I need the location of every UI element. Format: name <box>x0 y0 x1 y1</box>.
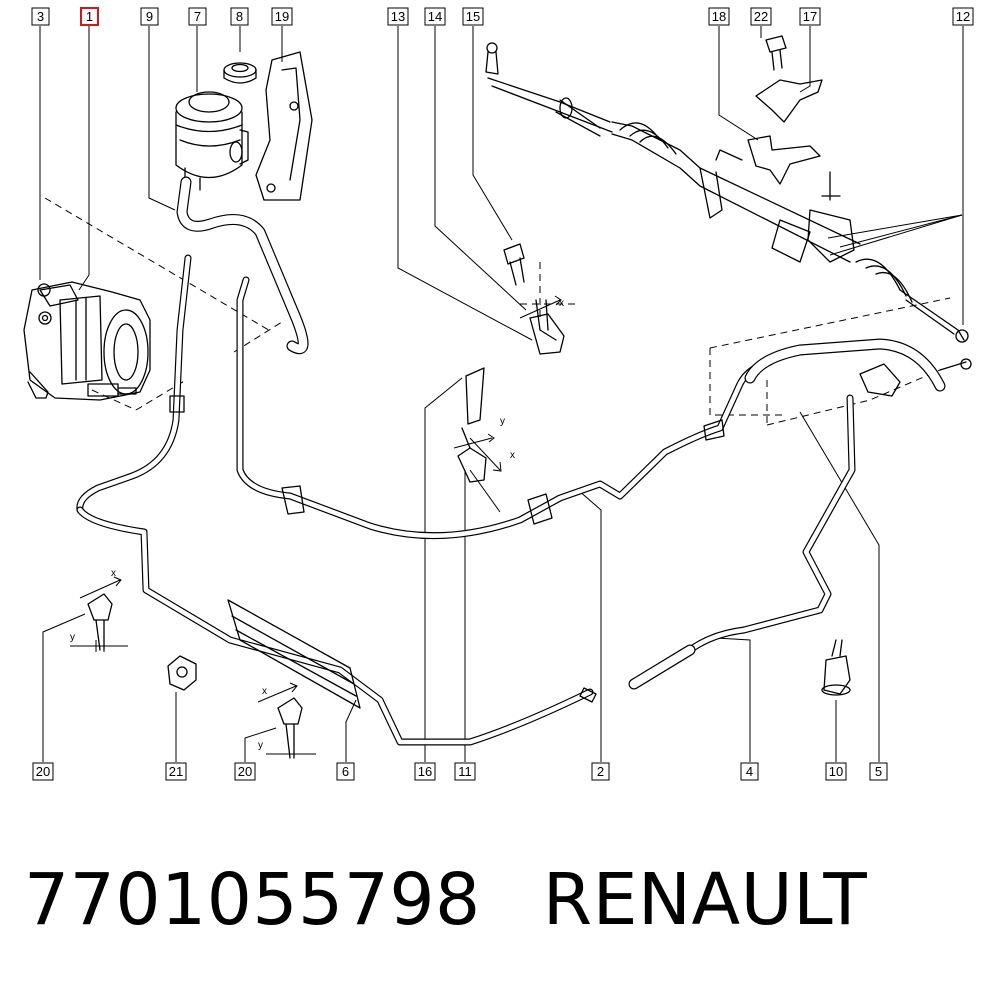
steering-rack <box>485 42 969 343</box>
callout-15[interactable]: 15 <box>462 7 484 26</box>
axis-label-y: y <box>500 416 505 427</box>
fluid-reservoir <box>175 91 249 191</box>
axis-markers: x y x x y x y <box>70 295 564 755</box>
bracket-18 <box>747 135 821 185</box>
callout-3[interactable]: 3 <box>31 7 50 26</box>
callout-8[interactable]: 8 <box>230 7 249 26</box>
svg-text:17: 17 <box>803 9 817 24</box>
bolt-15 <box>503 243 525 286</box>
svg-text:6: 6 <box>342 764 349 779</box>
svg-text:14: 14 <box>428 9 442 24</box>
axis-label-x: x <box>510 450 515 461</box>
axis-label-x: x <box>111 568 116 579</box>
axis-label-x: x <box>262 686 267 697</box>
callout-22[interactable]: 22 <box>750 7 772 26</box>
callout-18[interactable]: 18 <box>708 7 730 26</box>
callout-14[interactable]: 14 <box>424 7 446 26</box>
leader-lines <box>39 26 964 762</box>
callout-6[interactable]: 6 <box>336 762 355 781</box>
svg-text:5: 5 <box>875 764 882 779</box>
svg-text:16: 16 <box>418 764 432 779</box>
svg-text:18: 18 <box>712 9 726 24</box>
clip-20-right <box>277 697 303 759</box>
reservoir-bracket <box>255 51 313 201</box>
callout-12[interactable]: 12 <box>952 7 974 26</box>
grommet-10 <box>821 639 851 696</box>
svg-text:8: 8 <box>236 9 243 24</box>
svg-text:15: 15 <box>466 9 480 24</box>
callout-10[interactable]: 10 <box>825 762 847 781</box>
callout-16[interactable]: 16 <box>414 762 436 781</box>
high-pressure-hose <box>76 254 192 514</box>
bracket-17 <box>755 79 823 123</box>
svg-text:22: 22 <box>754 9 768 24</box>
svg-text:3: 3 <box>37 9 44 24</box>
callout-1[interactable]: 1 <box>80 7 99 26</box>
svg-text:1: 1 <box>86 9 93 24</box>
axis-label-y: y <box>70 632 75 643</box>
return-hose-upper <box>744 338 946 392</box>
callout-17[interactable]: 17 <box>799 7 821 26</box>
callout-2[interactable]: 2 <box>591 762 610 781</box>
clip-21 <box>167 655 197 691</box>
callout-20[interactable]: 20 <box>32 762 54 781</box>
bolt-22 <box>765 35 787 71</box>
callout-7[interactable]: 7 <box>188 7 207 26</box>
reservoir-cap <box>223 62 257 84</box>
svg-text:12: 12 <box>956 9 970 24</box>
svg-text:4: 4 <box>746 764 753 779</box>
callout-20[interactable]: 20 <box>234 762 256 781</box>
power-steering-pump <box>23 281 151 401</box>
callout-21[interactable]: 21 <box>165 762 187 781</box>
svg-text:20: 20 <box>238 764 252 779</box>
svg-text:9: 9 <box>146 9 153 24</box>
bracket-5 <box>859 358 972 397</box>
svg-text:21: 21 <box>169 764 183 779</box>
svg-text:11: 11 <box>458 764 472 779</box>
cooler-pipe-6 <box>76 506 597 746</box>
feed-pipe-2 <box>236 276 774 540</box>
clip-13-14 <box>529 299 565 355</box>
supply-hose-9 <box>176 176 309 355</box>
axis-label-x: x <box>559 298 564 309</box>
callout-19[interactable]: 19 <box>271 7 293 26</box>
clip-16-11 <box>457 367 487 483</box>
axis-label-y: y <box>258 740 263 751</box>
svg-text:2: 2 <box>597 764 604 779</box>
callout-13[interactable]: 13 <box>387 7 409 26</box>
part-number: 7701055798 <box>24 858 481 941</box>
svg-text:13: 13 <box>391 9 405 24</box>
clip-20-left <box>87 593 113 651</box>
brand-name: RENAULT <box>542 858 868 941</box>
return-hose-4 <box>628 394 856 690</box>
callout-4[interactable]: 4 <box>740 762 759 781</box>
callout-11[interactable]: 11 <box>454 762 476 781</box>
part-caption: 7701055798 RENAULT <box>24 858 929 941</box>
svg-text:7: 7 <box>194 9 201 24</box>
svg-text:19: 19 <box>275 9 289 24</box>
callout-5[interactable]: 5 <box>869 762 888 781</box>
svg-text:10: 10 <box>829 764 843 779</box>
svg-text:20: 20 <box>36 764 50 779</box>
callout-9[interactable]: 9 <box>140 7 159 26</box>
